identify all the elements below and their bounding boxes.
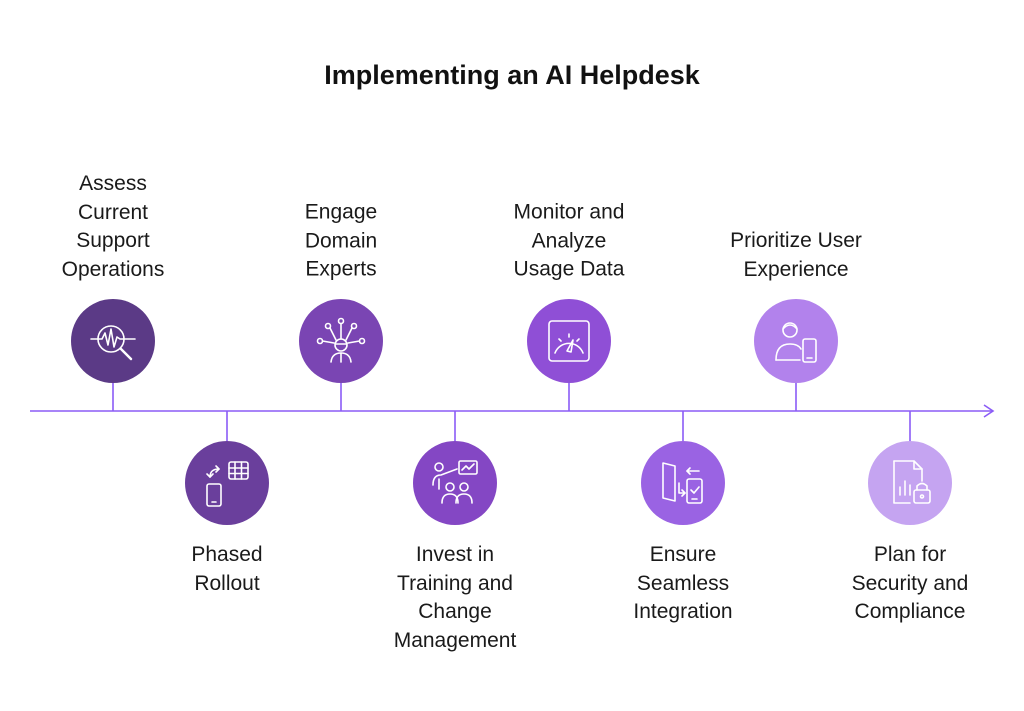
secure-report-icon (868, 441, 952, 525)
step-phased-rollout-label: Phased Rollout (191, 543, 263, 595)
timeline-arrowhead (983, 404, 995, 418)
step-plan-security-label: Plan for Security and Compliance (851, 543, 969, 623)
training-presentation-icon (413, 441, 497, 525)
device-sync-icon (641, 441, 725, 525)
step-invest-training-label: Invest in Training and Change Management (393, 543, 517, 652)
step-assess-operations (71, 299, 155, 383)
step-plan-security (868, 441, 952, 525)
step-monitor-usage (527, 299, 611, 383)
user-device-icon (754, 299, 838, 383)
step-assess-operations-label: Assess Current Support Operations (61, 172, 165, 281)
phone-table-transfer-icon (185, 441, 269, 525)
step-engage-experts-label: Engage Domain Experts (304, 200, 378, 281)
waveform-magnifier-icon (71, 299, 155, 383)
expert-network-icon (299, 299, 383, 383)
connector-group (112, 383, 911, 441)
step-monitor-usage-label: Monitor and Analyze Usage Data (513, 200, 625, 281)
diagram-title: Implementing an AI Helpdesk (324, 60, 700, 90)
step-ensure-integration-label: Ensure Seamless Integration (633, 543, 733, 623)
step-prioritize-ux-label: Prioritize User Experience (730, 229, 862, 281)
step-prioritize-ux (754, 299, 838, 383)
step-ensure-integration (641, 441, 725, 525)
step-invest-training (413, 441, 497, 525)
step-phased-rollout (185, 441, 269, 525)
gauge-icon (527, 299, 611, 383)
step-engage-experts (299, 299, 383, 383)
